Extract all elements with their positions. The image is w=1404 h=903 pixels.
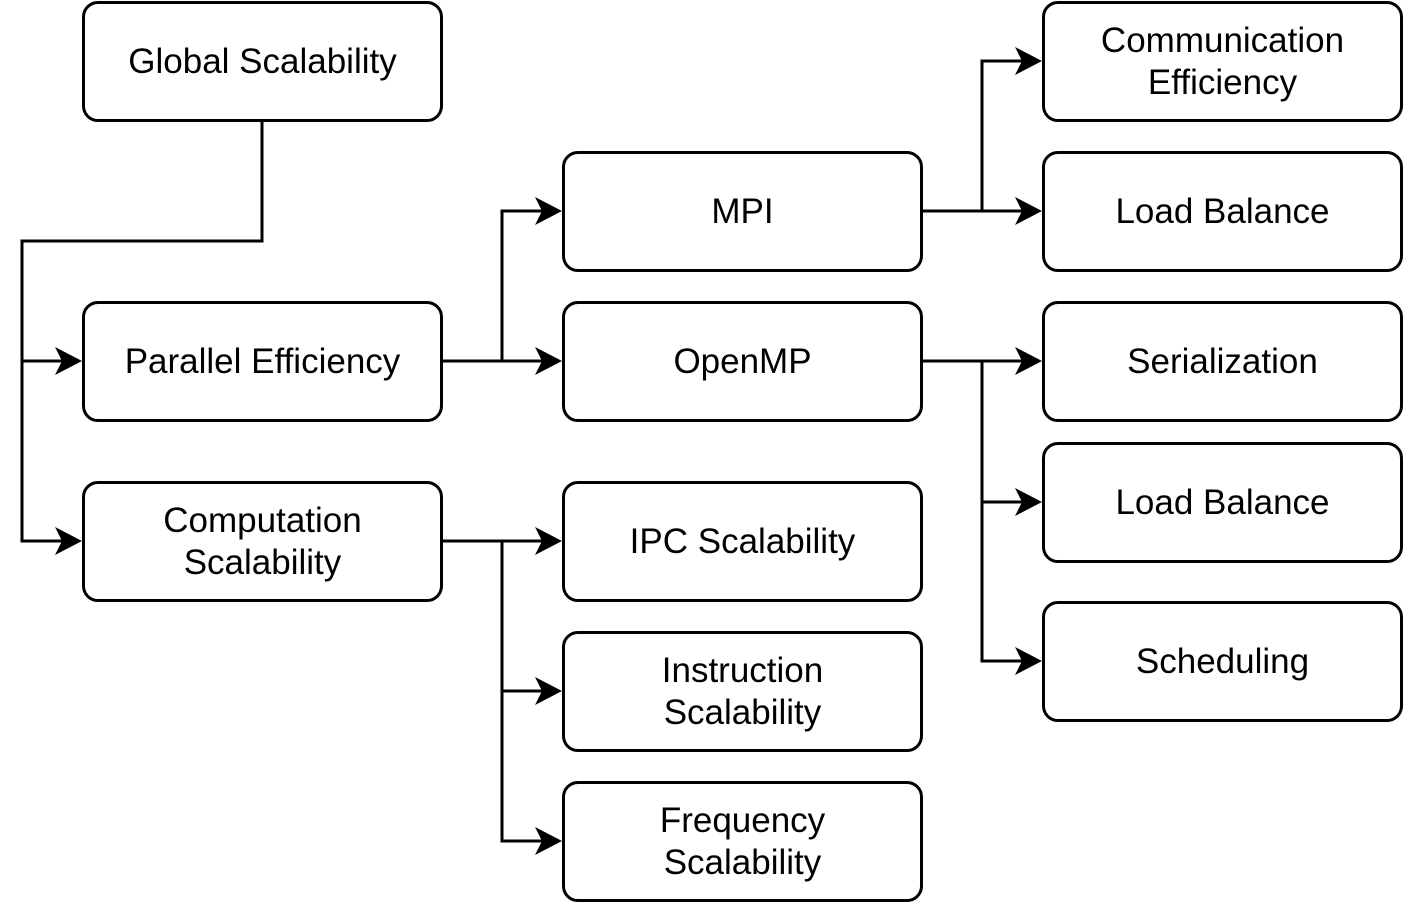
node-communication-efficiency: Communication Efficiency bbox=[1042, 1, 1403, 122]
node-ipc-scalability: IPC Scalability bbox=[562, 481, 923, 602]
node-label: Scheduling bbox=[1135, 641, 1310, 681]
node-instruction-scalability: Instruction Scalability bbox=[562, 631, 923, 752]
edge-openmp-to-load-balance bbox=[980, 361, 1022, 504]
node-label: Load Balance bbox=[1115, 482, 1330, 522]
node-label: MPI bbox=[711, 191, 774, 231]
arrowhead bbox=[1015, 197, 1042, 225]
arrowhead bbox=[1015, 347, 1042, 375]
node-label: Global Scalability bbox=[128, 41, 397, 81]
node-parallel-efficiency: Parallel Efficiency bbox=[82, 301, 443, 422]
arrowhead bbox=[55, 347, 82, 375]
node-label: Serialization bbox=[1127, 341, 1318, 381]
node-computation-scalability: Computation Scalability bbox=[82, 481, 443, 602]
node-mpi-load-balance: Load Balance bbox=[1042, 151, 1403, 272]
node-mpi: MPI bbox=[562, 151, 923, 272]
arrowhead bbox=[535, 197, 562, 225]
arrowhead bbox=[535, 827, 562, 855]
arrowhead bbox=[1015, 647, 1042, 675]
node-frequency-scalability: Frequency Scalability bbox=[562, 781, 923, 902]
arrowhead bbox=[535, 677, 562, 705]
node-label: Parallel Efficiency bbox=[124, 341, 401, 381]
node-openmp: OpenMP bbox=[562, 301, 923, 422]
edge-computation-to-frequency bbox=[500, 691, 542, 843]
arrowhead bbox=[1015, 47, 1042, 75]
arrowhead bbox=[535, 347, 562, 375]
node-scheduling: Scheduling bbox=[1042, 601, 1403, 722]
edge-global-to-parallel bbox=[20, 122, 264, 363]
edge-parallel-to-mpi bbox=[500, 209, 542, 361]
node-openmp-load-balance: Load Balance bbox=[1042, 442, 1403, 563]
node-label: Computation Scalability bbox=[163, 500, 362, 582]
edge-openmp-to-scheduling bbox=[980, 502, 1022, 663]
edge-computation-to-instruction bbox=[500, 541, 542, 693]
node-label: Communication Efficiency bbox=[1100, 20, 1345, 102]
edge-mpi-to-communication bbox=[980, 59, 1022, 211]
node-label: Instruction Scalability bbox=[661, 650, 824, 732]
arrowhead bbox=[55, 527, 82, 555]
node-label: Frequency Scalability bbox=[659, 800, 826, 882]
edge-global-to-computation bbox=[20, 361, 62, 543]
node-serialization: Serialization bbox=[1042, 301, 1403, 422]
node-label: OpenMP bbox=[673, 341, 812, 381]
node-label: IPC Scalability bbox=[629, 521, 856, 561]
arrowhead bbox=[1015, 488, 1042, 516]
arrowhead bbox=[535, 527, 562, 555]
node-label: Load Balance bbox=[1115, 191, 1330, 231]
node-global-scalability: Global Scalability bbox=[82, 1, 443, 122]
